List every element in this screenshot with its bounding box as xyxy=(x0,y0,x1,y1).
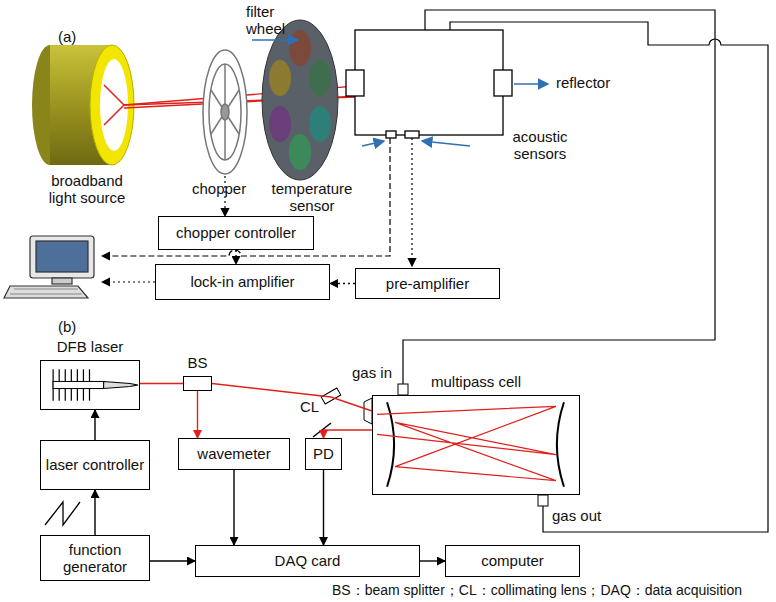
multipass-cell: multipass cell xyxy=(372,395,580,495)
controller-box: laser controller xyxy=(40,440,150,490)
gas-port xyxy=(538,495,548,506)
footnote: BS：beam splitter；CL：collimating lens；DAQ… xyxy=(332,582,742,598)
part-name: gas out xyxy=(552,507,601,524)
node-text: function generator xyxy=(41,541,149,576)
signal-connector xyxy=(420,560,445,561)
light-source xyxy=(32,45,134,165)
part-name: filter wheel xyxy=(246,3,306,38)
laser-beam xyxy=(197,391,198,438)
part-name: broadband light source xyxy=(38,172,136,207)
pointer-arrow xyxy=(362,141,384,146)
signal-connector xyxy=(94,410,95,440)
ramp-symbol xyxy=(45,502,80,525)
part-name: chopper xyxy=(192,180,246,197)
node-text: lock-in amplifier xyxy=(190,273,294,290)
part-name: acoustic sensors xyxy=(500,128,580,163)
amplifier-box: pre-amplifier xyxy=(355,268,500,299)
computer-icon xyxy=(4,236,94,298)
node-heading: BS xyxy=(164,354,231,371)
panel-tag: (a) xyxy=(58,28,76,45)
detector-box: PD xyxy=(305,438,342,470)
node-text: computer xyxy=(481,552,544,569)
pointer-arrow xyxy=(252,39,298,41)
daq-box: DAQ card xyxy=(195,545,420,577)
gas-port xyxy=(398,384,408,395)
laser-box: DFB laser xyxy=(40,360,140,410)
part-name: gas in xyxy=(352,364,392,381)
part-name: temperature sensor xyxy=(262,180,362,215)
generator-box: function generator xyxy=(40,535,150,581)
signal-connector xyxy=(235,250,236,264)
laser-beam xyxy=(324,430,373,438)
node-text: PD xyxy=(313,445,334,462)
part-name: reflector xyxy=(556,74,610,91)
node-text: chopper controller xyxy=(176,224,296,241)
laser-beam xyxy=(140,383,183,384)
node-text: laser controller xyxy=(46,456,144,473)
signal-connector xyxy=(330,283,355,284)
signal-connector xyxy=(150,560,195,561)
signal-connector xyxy=(323,470,324,545)
splitter-box: BS xyxy=(183,376,212,391)
instrument-box: wavemeter xyxy=(178,438,290,470)
controller-box: chopper controller xyxy=(158,216,314,250)
node-text: pre-amplifier xyxy=(386,275,469,292)
cell-mirrors xyxy=(373,396,579,494)
pointer-arrow xyxy=(422,141,470,146)
chopper-wheel xyxy=(203,50,247,174)
computer-box: computer xyxy=(445,545,580,577)
signal-line xyxy=(102,138,412,282)
laser-beam xyxy=(212,384,372,412)
node-heading: DFB laser xyxy=(21,338,159,355)
panel-tag: (b) xyxy=(58,318,76,335)
node-text: wavemeter xyxy=(197,445,270,462)
amplifier-box: lock-in amplifier xyxy=(155,264,330,300)
photoacoustic-cell xyxy=(346,30,512,138)
pointer-arrow xyxy=(514,83,548,85)
signal-connector xyxy=(94,490,95,535)
part-name: CL xyxy=(300,398,319,415)
node-text: DAQ card xyxy=(275,552,341,569)
signal-connector xyxy=(233,470,234,545)
laser-fins xyxy=(41,361,139,409)
filter-wheel xyxy=(262,20,338,180)
